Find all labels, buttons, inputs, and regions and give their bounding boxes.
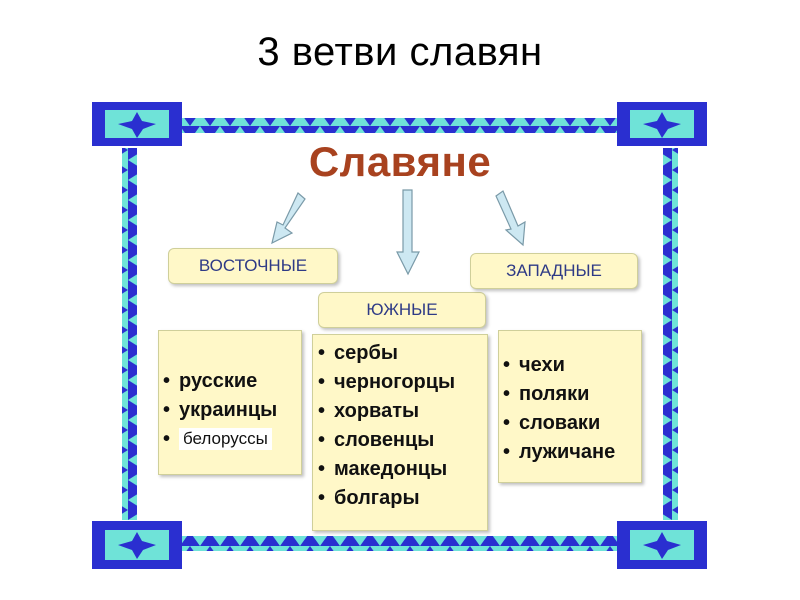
list-item: болгары	[318, 484, 487, 513]
label-west: ЗАПАДНЫЕ	[470, 253, 638, 289]
list-item: черногорцы	[318, 368, 487, 397]
corner-star-icon	[92, 521, 182, 569]
list-item: македонцы	[318, 455, 487, 484]
box-east: русские украинцы белоруссы	[158, 330, 302, 475]
corner-star-icon	[92, 102, 182, 146]
label-east: ВОСТОЧНЫЕ	[168, 248, 338, 284]
list-item: словенцы	[318, 426, 487, 455]
label-south: ЮЖНЫЕ	[318, 292, 486, 328]
diagram-heading: Славяне	[270, 138, 530, 186]
corner-star-icon	[617, 102, 707, 146]
frame-border-top	[170, 118, 628, 134]
list-item: белоруссы	[163, 425, 301, 454]
box-south: сербы черногорцы хорваты словенцы македо…	[312, 334, 488, 531]
frame-border-right	[662, 148, 678, 520]
list-item: сербы	[318, 339, 487, 368]
frame-border-left	[122, 148, 138, 520]
list-item: русские	[163, 367, 301, 396]
list-item: поляки	[503, 380, 641, 409]
frame-border-bottom	[170, 535, 628, 551]
list-item: лужичане	[503, 438, 641, 467]
list-item: словаки	[503, 409, 641, 438]
list-item: хорваты	[318, 397, 487, 426]
box-west: чехи поляки словаки лужичане	[498, 330, 642, 483]
list-item: украинцы	[163, 396, 301, 425]
list-item: чехи	[503, 351, 641, 380]
corner-star-icon	[617, 521, 707, 569]
